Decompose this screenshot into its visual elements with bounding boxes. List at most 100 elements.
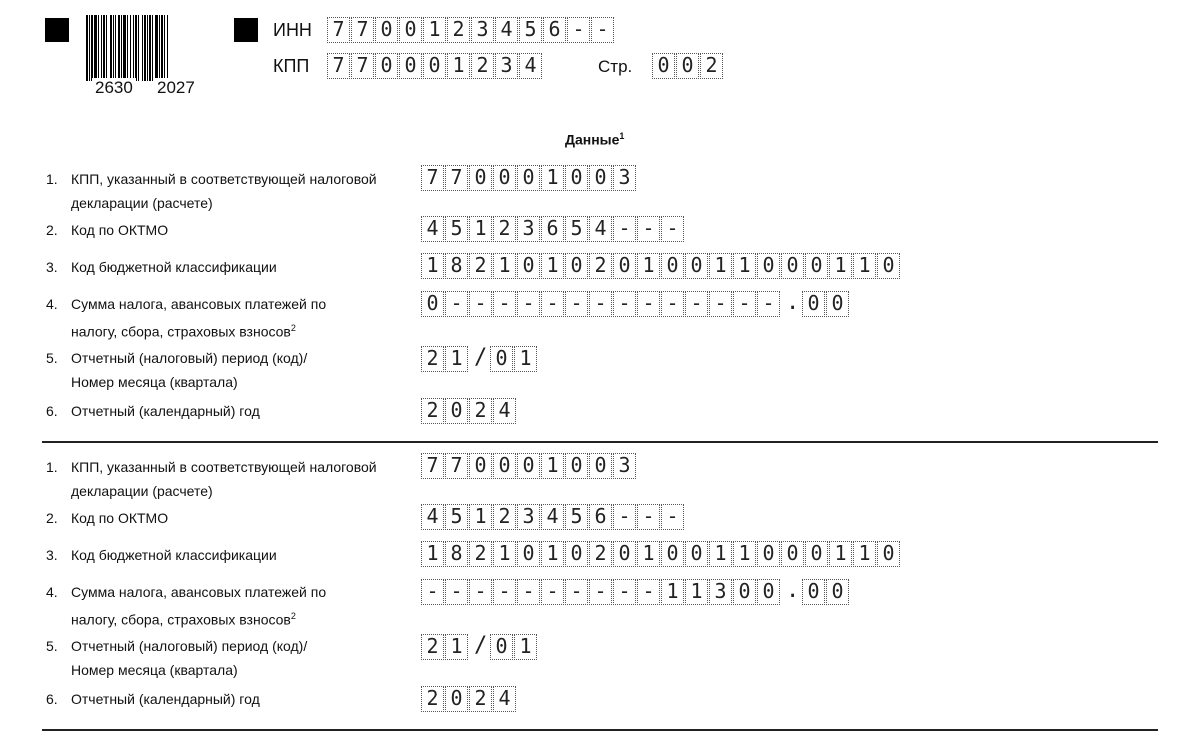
item-text: Код по ОКТМО <box>71 510 169 526</box>
char-cell: 0 <box>589 453 612 479</box>
barcode-bar <box>161 15 163 81</box>
item-number: 2. <box>46 222 58 238</box>
barcode-bar <box>94 15 97 81</box>
char-cell: 0 <box>661 253 684 279</box>
item-number: 4. <box>46 584 58 600</box>
item-number: 3. <box>46 259 58 275</box>
item-number: 2. <box>46 510 58 526</box>
char-cell: 0 <box>685 253 708 279</box>
char-cell: 1 <box>685 579 708 605</box>
barcode-bar <box>118 15 120 81</box>
barcode-number-right: 2027 <box>154 78 198 98</box>
char-cell: 0 <box>375 53 398 79</box>
barcode-number-left: 2630 <box>92 78 136 98</box>
barcode: 2630 2027 <box>84 15 210 100</box>
char-cell: 2 <box>493 504 516 530</box>
item-text: Сумма налога, авансовых платежей по нало… <box>71 292 361 344</box>
char-cell: 0 <box>757 253 780 279</box>
char-cell: 1 <box>733 253 756 279</box>
char-cell: 1 <box>853 541 876 567</box>
item-text: Отчетный (налоговый) период (код)/ Номер… <box>71 350 308 390</box>
char-cell: 7 <box>421 453 444 479</box>
barcode-bar <box>155 15 158 81</box>
char-cell: 0 <box>493 453 516 479</box>
char-cell: 2 <box>421 346 444 372</box>
item-text: КПП, указанный в соответствующей налогов… <box>71 171 377 211</box>
char-cell: - <box>469 579 492 605</box>
char-cell: 8 <box>445 541 468 567</box>
char-cell: 0 <box>781 541 804 567</box>
char-cell: - <box>565 291 588 317</box>
char-cell: - <box>757 291 780 317</box>
section-title-text: Данные <box>565 131 620 148</box>
char-cell: 4 <box>541 504 564 530</box>
char-cell: 0 <box>661 541 684 567</box>
item-text: Отчетный (календарный) год <box>71 403 260 419</box>
char-cell: 1 <box>661 579 684 605</box>
char-cell: 2 <box>493 216 516 242</box>
item-number: 4. <box>46 296 58 312</box>
barcode-bar <box>135 15 137 81</box>
separator: . <box>786 578 800 603</box>
char-cell: 1 <box>447 53 470 79</box>
barcode-bar <box>110 15 112 81</box>
char-cell: 0 <box>375 17 398 43</box>
char-cell: 2 <box>469 398 492 424</box>
char-cell: - <box>637 504 660 530</box>
char-cell: 6 <box>589 504 612 530</box>
barcode-bar <box>144 15 146 81</box>
separator: . <box>786 290 800 315</box>
item-text: Отчетный (календарный) год <box>71 691 260 707</box>
barcode-bar <box>121 15 122 81</box>
barcode-bar <box>127 15 128 81</box>
item-number: 6. <box>46 691 58 707</box>
item-number: 5. <box>46 638 58 654</box>
item-text: Отчетный (налоговый) период (код)/ Номер… <box>71 638 308 678</box>
item-text-body: Сумма налога, авансовых платежей по нало… <box>71 296 327 340</box>
char-cell: 0 <box>493 165 516 191</box>
char-cell: 2 <box>421 398 444 424</box>
char-cell: 0 <box>399 17 422 43</box>
char-cell: - <box>565 579 588 605</box>
char-cell: 4 <box>495 17 518 43</box>
char-cell: - <box>469 291 492 317</box>
char-cell: 3 <box>613 165 636 191</box>
char-cell: 1 <box>709 541 732 567</box>
char-cell: 0 <box>877 253 900 279</box>
item-number: 5. <box>46 350 58 366</box>
char-cell: 2 <box>469 541 492 567</box>
corner-marker-right <box>234 18 258 42</box>
char-cell: 0 <box>652 53 675 79</box>
section-title: Данные1 <box>565 131 624 148</box>
char-cell: 3 <box>471 17 494 43</box>
char-cell: - <box>613 579 636 605</box>
char-cell: 1 <box>541 253 564 279</box>
char-cell: 5 <box>519 17 542 43</box>
char-cell: - <box>445 579 468 605</box>
char-cell: - <box>613 216 636 242</box>
char-cell: - <box>541 291 564 317</box>
barcode-bar <box>142 15 143 81</box>
barcode-bars <box>86 15 168 81</box>
divider <box>42 441 1158 443</box>
char-cell: - <box>661 291 684 317</box>
char-cell: 1 <box>469 216 492 242</box>
char-cell: 0 <box>805 541 828 567</box>
char-cell: 1 <box>514 634 537 660</box>
char-cell: 1 <box>469 504 492 530</box>
